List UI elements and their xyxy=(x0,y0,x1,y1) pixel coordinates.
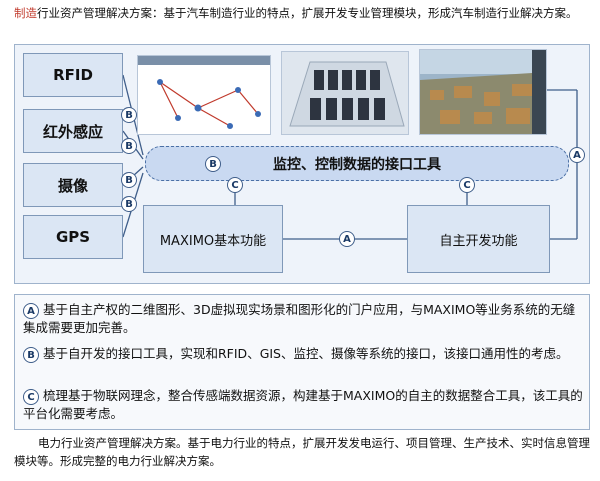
legend-badge-c: C xyxy=(23,388,39,405)
legend-text-b: 基于自开发的接口工具，实现和RFID、GIS、监控、摄像等系统的接口，该接口通用… xyxy=(43,346,569,361)
badge-b-2: B xyxy=(121,138,137,154)
legend-item-b: B 基于自开发的接口工具，实现和RFID、GIS、监控、摄像等系统的接口，该接口通… xyxy=(23,345,585,363)
source-box-camera: 摄像 xyxy=(23,163,123,207)
badge-b-interface: B xyxy=(205,156,221,172)
source-box-rfid: RFID xyxy=(23,53,123,97)
badge-b-1: B xyxy=(121,107,137,123)
outro-paragraph: 电力行业资产管理解决方案。基于电力行业的特点，扩展开发发电运行、项目管理、生产技… xyxy=(14,436,590,468)
source-box-infrared: 红外感应 xyxy=(23,109,123,153)
legend-badge-b: B xyxy=(23,346,39,363)
source-box-gps: GPS xyxy=(23,215,123,259)
interface-tool-label: 监控、控制数据的接口工具 xyxy=(273,156,441,173)
3d-server-room-image xyxy=(281,51,409,135)
legend-text-c: 梳理基于物联网理念，整合传感端数据资源，构建基于MAXIMO的自主的数据整合工具… xyxy=(23,388,583,421)
badge-c-left: C xyxy=(227,177,243,193)
network-topology-image xyxy=(137,55,271,135)
badge-c-right: C xyxy=(459,177,475,193)
badge-a-middle: A xyxy=(339,231,355,247)
maximo-core-label: MAXIMO基本功能 xyxy=(159,233,267,249)
badge-b-4: B xyxy=(121,196,137,212)
maximo-core-box: MAXIMO基本功能 xyxy=(143,205,283,273)
badge-b-3: B xyxy=(121,172,137,188)
custom-dev-box: 自主开发功能 xyxy=(407,205,550,273)
custom-dev-label: 自主开发功能 xyxy=(439,233,518,249)
intro-highlight: 制造 xyxy=(14,6,37,20)
architecture-diagram: RFID 红外感应 摄像 GPS xyxy=(14,44,590,284)
intro-text: 行业资产管理解决方案：基于汽车制造行业的特点，扩展开发专业管理模块，形成汽车制造… xyxy=(37,6,578,20)
legend-badge-a: A xyxy=(23,302,39,319)
3d-city-scene-image xyxy=(419,49,547,135)
legend-text-a: 基于自主产权的二维图形、3D虚拟现实场景和图形化的门户应用，与MAXIMO等业务… xyxy=(23,302,576,335)
badge-a-right: A xyxy=(569,147,585,163)
intro-paragraph: 制造行业资产管理解决方案：基于汽车制造行业的特点，扩展开发专业管理模块，形成汽车… xyxy=(14,4,590,22)
